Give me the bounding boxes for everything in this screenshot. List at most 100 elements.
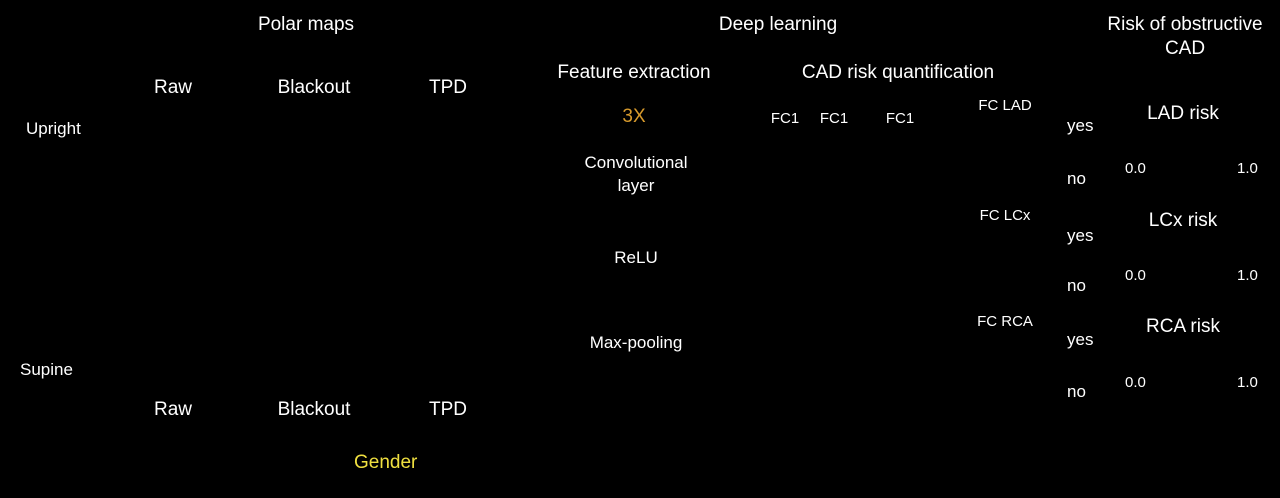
connection-line [899,223,1001,389]
fc1-node-2 [818,175,850,207]
column-label-tpd-top: TPD [429,77,467,98]
no-label-lcx: no [1067,276,1086,295]
connection-line [833,157,901,312]
relu-label: ReLU [614,248,658,267]
fc-lcx-node [984,231,1016,263]
lad-scale-min: 0.0 [1125,160,1146,177]
lcx-scale-min: 0.0 [1125,267,1146,284]
connection-line [899,157,1001,389]
rca-scale-min: 0.0 [1125,374,1146,391]
ellipsis-dot [780,251,790,261]
feature-extraction-title: Feature extraction [557,62,711,83]
block-arrow-icon-2 [718,206,750,282]
fc1-column-3 [884,134,916,374]
fc1-node-2 [818,142,850,174]
risk-quantification-title: CAD risk quantification [801,62,995,83]
column-label-blackout-top: Blackout [277,77,351,98]
rca-risk-label: RCA risk [1146,316,1220,337]
ellipsis-dot [895,279,905,289]
connection-line [899,175,1001,312]
yes-label-lcx: yes [1067,226,1094,245]
polar-map-blackout-supine [247,254,379,386]
maxpool-label: Max-pooling [589,333,683,352]
connection-line [899,157,1001,177]
ellipsis-dot [895,251,905,261]
polar-map-tpd-supine [383,255,513,385]
person-with-heart-icon [10,168,78,332]
no-label-rca: no [1067,382,1086,401]
lad-scale-max: 1.0 [1237,160,1258,177]
fc1-node-1 [769,142,801,174]
risk-heading-line1: Risk of obstructive [1107,14,1263,35]
yes-label-lad: yes [1067,116,1094,135]
connection-line [833,223,901,312]
connection-line [833,310,901,346]
fc1-column-1 [769,134,801,374]
connection-line [833,157,901,312]
connection-line [899,246,1001,312]
ellipsis-dot [829,265,839,275]
polar-maps-heading: Polar maps [257,14,355,35]
column-label-tpd-bottom: TPD [429,399,467,420]
gender-input-line [440,179,872,450]
fc-lcx-label: FC LCx [979,207,1031,224]
fc-lad-node [984,124,1016,156]
ellipsis-dot [895,265,905,275]
risk-heading-line2: CAD [1164,38,1206,59]
fc-lcx-node [984,267,1016,299]
polar-map-raw-upright [108,111,240,243]
upright-arrow-icon [66,141,97,172]
ellipsis-dot [829,279,839,289]
ellipsis-dot [780,265,790,275]
column-label-raw-top: Raw [153,77,193,98]
connection-line [899,344,1001,389]
fc1-node-1 [769,175,801,207]
rca-risk-colorbar [1119,341,1247,369]
network-nodes [769,124,1016,404]
connection-line [899,190,1001,284]
fc1-node-2 [818,295,850,327]
gender-input-label: Gender [354,452,418,473]
fc1-column-2 [818,134,850,374]
connection-line [899,139,1001,312]
risk-quantification-frame [748,86,1048,418]
lcx-risk-colorbar [1119,234,1247,262]
connection-line [899,223,1001,284]
conv-layer-box [565,136,709,212]
connection-line [899,175,1001,192]
fc-lcx-column [984,227,1016,305]
connection-line [833,310,901,346]
yes-label-rca: yes [1067,330,1094,349]
fc1-node-2 [818,329,850,361]
lad-risk-colorbar [1119,127,1247,155]
fc1-node-3 [884,295,916,327]
fc1-node-3 [884,208,916,240]
fc-lad-label: FC LAD [978,97,1032,114]
fc1-label-1: FC1 [770,110,800,127]
lcx-risk-label: LCx risk [1148,210,1218,231]
fc-rca-node [984,336,1016,368]
polar-map-raw-supine [108,254,240,386]
fc1-node-3 [884,142,916,174]
rca-scale-max: 1.0 [1237,374,1258,391]
connection-line [899,139,1001,192]
connection-line [899,282,1001,312]
polar-maps-frame [102,104,517,394]
connection-line [833,223,901,346]
connection-line [899,223,1001,353]
connection-line [833,190,901,225]
fc-rca-node [984,372,1016,404]
connection-line [833,157,901,225]
connection-line [833,223,901,312]
deep-learning-heading: Deep learning [718,14,838,35]
fc1-label-3: FC1 [885,110,915,127]
connection-line [833,190,901,225]
connection-line [833,190,901,346]
fc-rca-label: FC RCA [977,313,1033,330]
connection-line [833,190,901,312]
connection-line [833,157,901,192]
fc-lad-column [984,120,1016,198]
connection-line [899,223,1001,248]
fc1-label-2: FC1 [819,110,849,127]
no-label-lad: no [1067,169,1086,188]
